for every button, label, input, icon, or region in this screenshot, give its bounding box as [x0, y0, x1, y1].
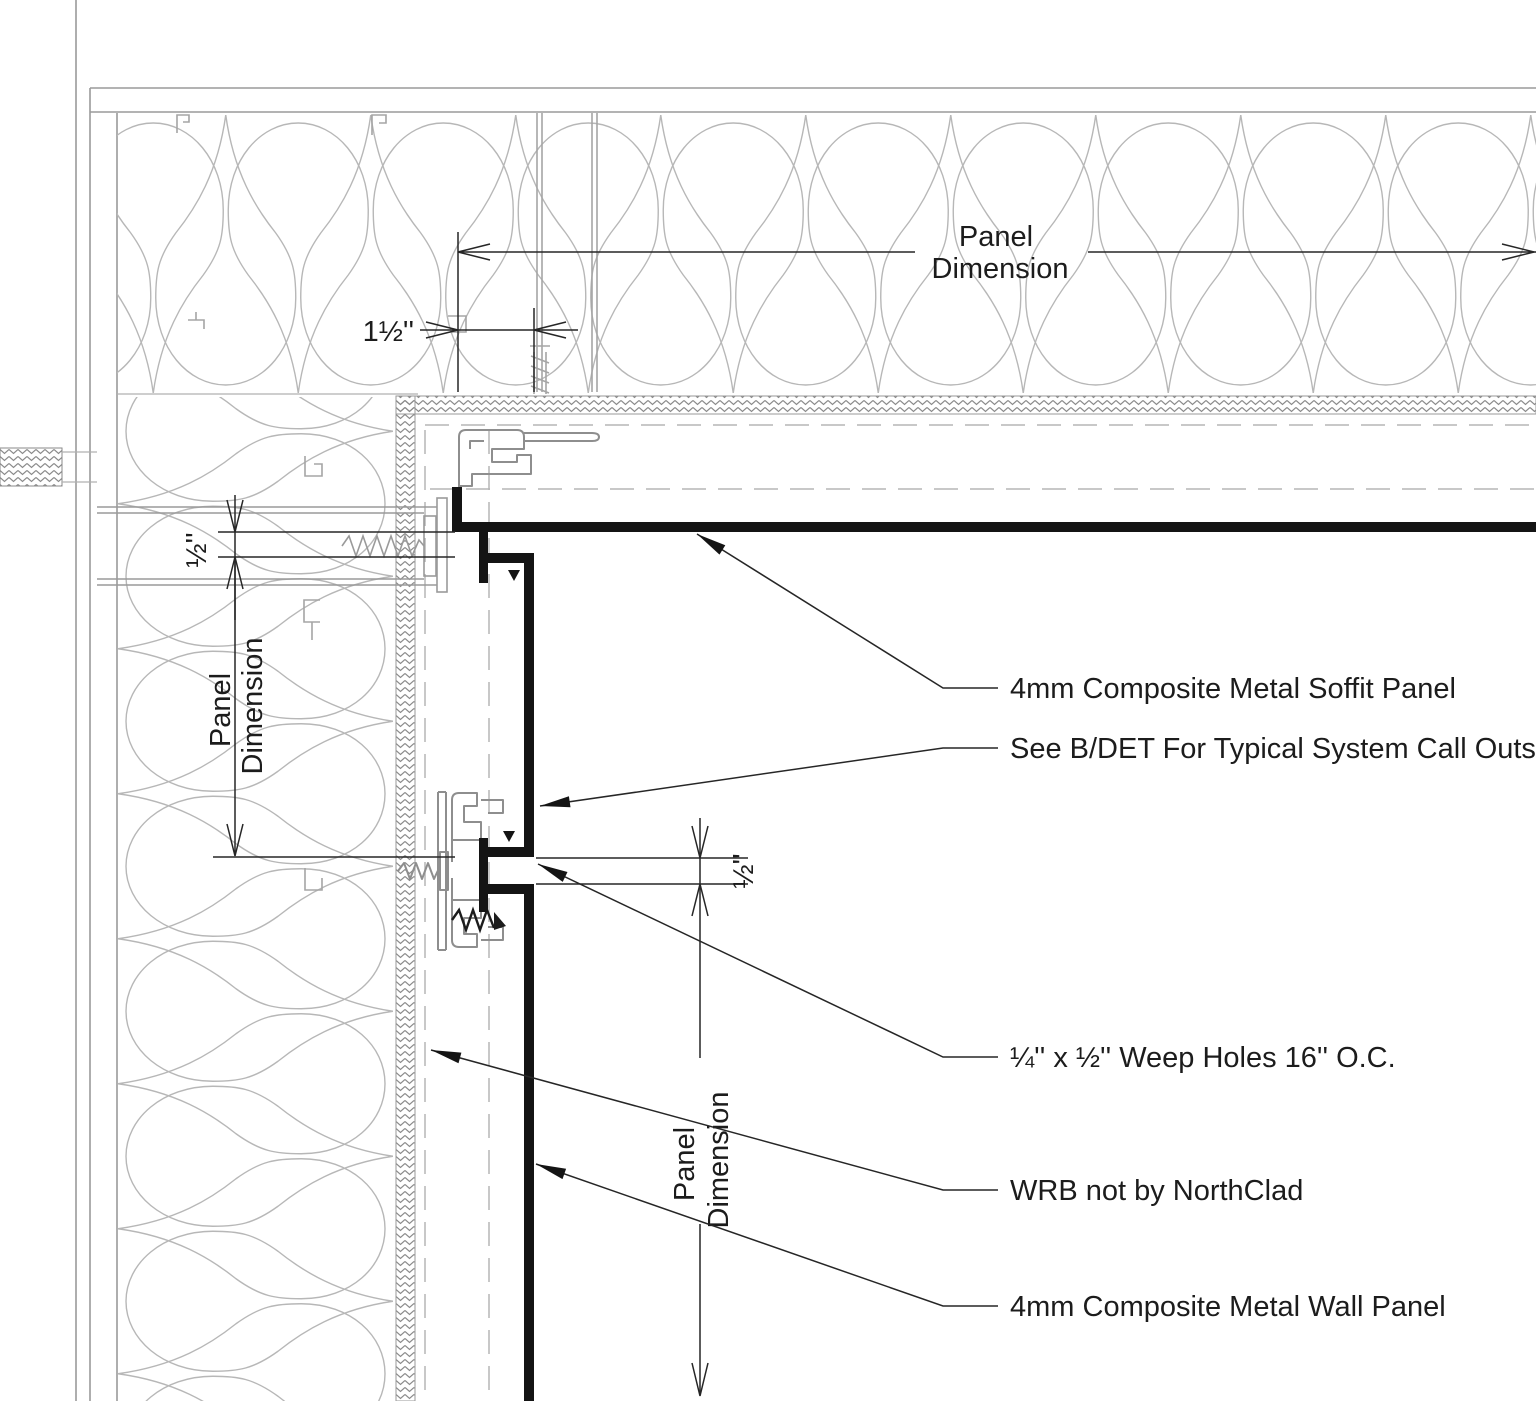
callout-weep-holes: ¼'' x ½'' Weep Holes 16'' O.C.: [1010, 1042, 1396, 1074]
joint-clips: [397, 791, 504, 951]
joint-screw-head: [494, 912, 506, 930]
callout-wrb: WRB not by NorthClad: [1010, 1175, 1303, 1207]
panel-dimension-left-label: Panel Dimension: [205, 638, 269, 775]
leader-lines: [430, 533, 998, 1307]
callout-soffit-panel: 4mm Composite Metal Soffit Panel: [1010, 673, 1456, 705]
dim-half-joint: [536, 818, 748, 1058]
joint-screw: [451, 906, 496, 934]
callout-wall-panel: 4mm Composite Metal Wall Panel: [1010, 1291, 1446, 1323]
half-left-label: ½'': [181, 532, 213, 567]
corner-bar: [479, 532, 488, 583]
corner-clip: [458, 429, 600, 499]
panel-dimension-bottom-label: Panel Dimension: [669, 1092, 735, 1229]
lower-panel-return: [488, 884, 534, 894]
callout-bdet: See B/DET For Typical System Call Outs: [1010, 733, 1536, 765]
dim-panel-left: [213, 557, 455, 858]
cut-girt-block: [0, 447, 63, 487]
wrb-hatch-horizontal: [395, 395, 1536, 415]
girt-block-lines: [62, 451, 97, 483]
soffit-panel-return: [452, 487, 462, 532]
insulation-left-band: [118, 397, 393, 1401]
wall-panel-lower: [524, 884, 534, 1401]
panels: [452, 487, 1536, 1401]
dim-panel-bottom: [691, 1224, 709, 1397]
dim-gap-top: [420, 308, 578, 392]
fastener-symbol-1: [508, 570, 520, 581]
insulation-top-band: [117, 115, 1536, 393]
girt-rail: [97, 497, 448, 593]
joint-backer: [479, 838, 488, 912]
hidden-lines: [424, 424, 1536, 1401]
soffit-panel-line: [452, 522, 1536, 532]
fastener-symbol-2: [503, 831, 515, 842]
half-joint-label: ½'': [728, 853, 760, 888]
wrb-hatch-vertical: [395, 395, 416, 1401]
dim-panel-top: [457, 232, 1536, 392]
gap-top-label: 1½'': [363, 316, 414, 348]
wall-panel-top-leg: [487, 553, 534, 563]
upper-panel-return: [488, 847, 534, 857]
leader-arrowheads: [431, 534, 726, 1180]
wall-panel-upper: [524, 557, 534, 857]
panel-dimension-top-label: Panel Dimension: [932, 221, 1069, 285]
